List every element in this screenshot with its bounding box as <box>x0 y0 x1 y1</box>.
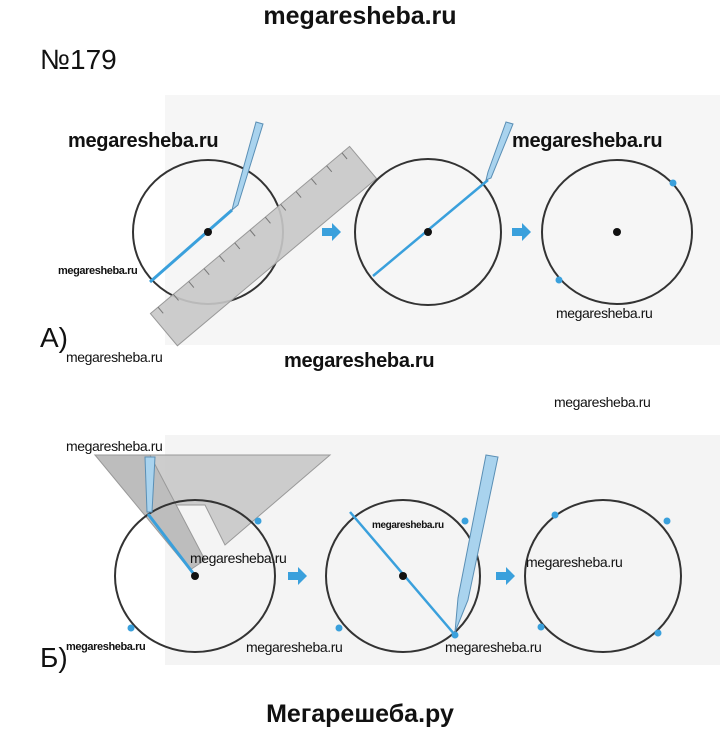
ruler-detail <box>234 242 241 250</box>
ruler-detail <box>341 152 348 160</box>
pencil-icon <box>485 121 514 181</box>
watermark: megaresheba.ru <box>66 438 163 454</box>
row-b-step1 <box>93 454 332 653</box>
watermark: megaresheba.ru <box>66 641 146 653</box>
marked-point <box>654 629 662 637</box>
ruler-detail <box>295 191 302 198</box>
pencil-icon <box>231 121 264 212</box>
circle <box>325 499 481 653</box>
arrow-right-icon <box>322 223 341 241</box>
radius-line <box>146 513 195 574</box>
center-point <box>613 228 621 236</box>
task-number: №179 <box>40 44 117 75</box>
ruler-detail <box>157 152 348 314</box>
watermark: megaresheba.ru <box>190 550 287 566</box>
diameter-line <box>372 179 489 277</box>
watermark: megaresheba.ru <box>284 350 435 372</box>
center-point <box>204 228 212 236</box>
row-a-step3 <box>541 159 693 305</box>
marked-point <box>461 517 469 525</box>
footer-site: Мегарешеба.ру <box>266 700 454 728</box>
ruler-detail <box>264 216 271 224</box>
diameter-line <box>149 208 233 284</box>
watermark: megaresheba.ru <box>66 349 163 365</box>
marked-point <box>669 179 677 187</box>
watermark: megaresheba.ru <box>445 639 542 655</box>
ruler-detail <box>188 281 195 288</box>
watermark: megaresheba.ru <box>246 639 343 655</box>
arrow-right-icon <box>288 567 307 585</box>
pencil-icon <box>144 456 156 513</box>
ruler-detail <box>173 293 179 301</box>
ruler-detail <box>218 255 225 263</box>
ruler-detail <box>280 203 287 211</box>
ruler <box>149 145 378 347</box>
marked-point <box>663 517 671 525</box>
part-b-label: Б) <box>40 642 68 673</box>
marked-point <box>335 624 343 632</box>
row-a-step2 <box>354 121 514 306</box>
watermark: megaresheba.ru <box>58 265 138 277</box>
marked-point <box>127 624 135 632</box>
marked-point <box>254 517 262 525</box>
ruler-detail <box>157 306 164 314</box>
marked-point <box>451 631 459 639</box>
ruler-detail <box>249 229 256 237</box>
row-b-step3 <box>524 499 682 653</box>
watermark: megaresheba.ru <box>526 554 623 570</box>
ruler-detail <box>310 178 317 186</box>
row-a-step1 <box>132 121 378 347</box>
ruler-detail <box>203 268 210 276</box>
arrow-right-icon <box>512 223 531 241</box>
circle <box>524 499 682 653</box>
watermark: megaresheba.ru <box>68 130 219 152</box>
watermark: megaresheba.ru <box>556 305 653 321</box>
circle <box>114 499 276 653</box>
watermark: megaresheba.ru <box>512 130 663 152</box>
marked-point <box>537 623 545 631</box>
marked-point <box>555 276 563 284</box>
center-point <box>399 572 407 580</box>
row-b-step2 <box>325 454 499 653</box>
watermark: megaresheba.ru <box>372 520 444 531</box>
pencil-icon <box>454 454 499 633</box>
center-point <box>424 228 432 236</box>
marked-point <box>551 511 559 519</box>
header-site: megaresheba.ru <box>263 2 457 30</box>
watermark: megaresheba.ru <box>554 394 651 410</box>
part-a-label: А) <box>40 322 68 353</box>
ruler-detail <box>326 165 333 173</box>
circle <box>541 159 693 305</box>
center-point <box>191 572 199 580</box>
arrow-right-icon <box>496 567 515 585</box>
circle <box>354 158 502 306</box>
